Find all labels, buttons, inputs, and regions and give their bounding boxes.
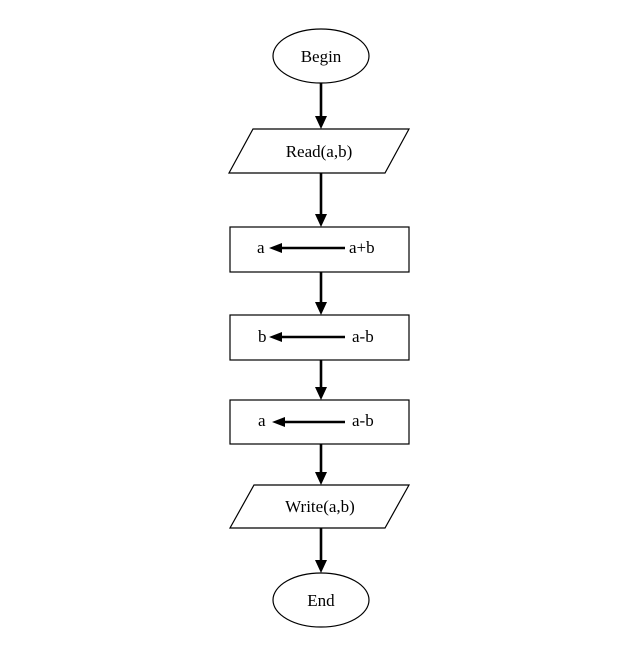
arrow-head — [315, 214, 327, 227]
step3-assign-arrow-head — [272, 417, 285, 427]
edge-write-end — [315, 528, 327, 573]
edge-step2-step3 — [315, 360, 327, 400]
step2-assign-arrow-head — [269, 332, 282, 342]
end-label: End — [307, 591, 335, 610]
read-node: Read(a,b) — [227, 128, 411, 174]
arrow-head — [315, 472, 327, 485]
step3-target: a — [258, 411, 266, 430]
step2-target: b — [258, 327, 267, 346]
read-label: Read(a,b) — [286, 142, 353, 161]
step2-expression: a-b — [352, 327, 374, 346]
arrow-head — [315, 387, 327, 400]
write-label: Write(a,b) — [285, 497, 355, 516]
arrow-head — [315, 116, 327, 129]
arrow-head — [315, 560, 327, 573]
edge-begin-read — [315, 83, 327, 129]
arrow-head — [315, 302, 327, 315]
edge-read-step1 — [315, 173, 327, 227]
write-parallelogram — [228, 484, 411, 529]
write-node: Write(a,b) — [228, 484, 411, 529]
end-ellipse — [272, 572, 370, 628]
step1-expression: a+b — [349, 238, 375, 257]
step1-node: a a+b — [229, 226, 410, 273]
begin-node: Begin — [272, 28, 370, 84]
step1-target: a — [257, 238, 265, 257]
edge-step1-step2 — [315, 272, 327, 315]
end-node: End — [272, 572, 370, 628]
edge-step3-write — [315, 444, 327, 485]
read-parallelogram — [227, 128, 411, 174]
step1-assign-arrow-head — [269, 243, 282, 253]
step2-node: b a-b — [229, 314, 410, 361]
step3-expression: a-b — [352, 411, 374, 430]
step1-box — [229, 226, 410, 273]
step3-node: a a-b — [229, 399, 410, 445]
begin-label: Begin — [301, 47, 342, 66]
